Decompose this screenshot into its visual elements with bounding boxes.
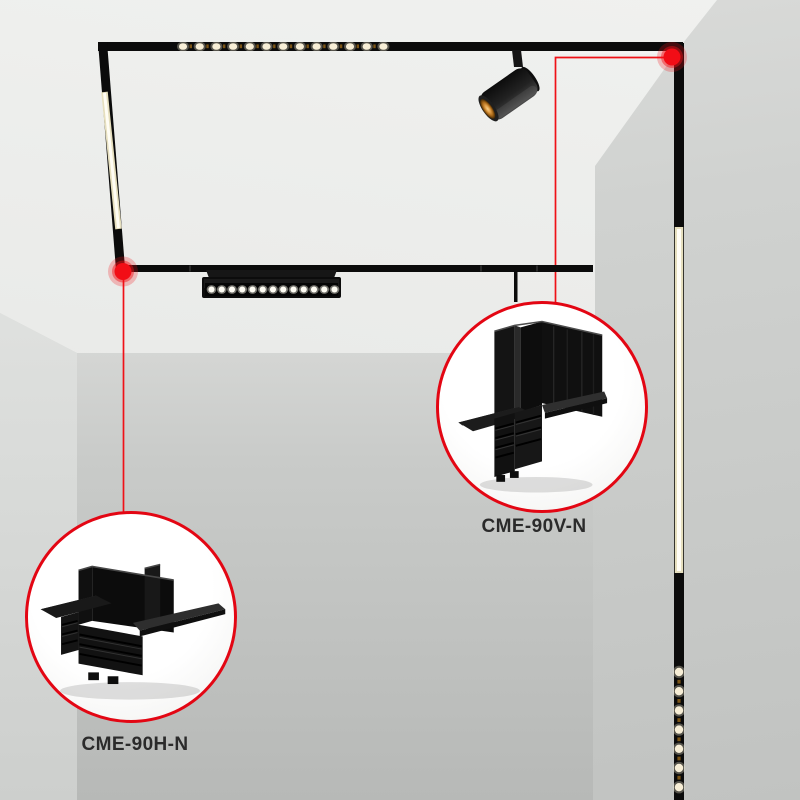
strip-light-wall-track bbox=[674, 227, 684, 573]
product-label-vertical-connector: CME-90V-N bbox=[481, 516, 587, 537]
dot-lights-wall-track bbox=[672, 665, 686, 794]
pendant-stem bbox=[514, 271, 518, 302]
callout-circle-vertical-connector bbox=[436, 301, 648, 513]
linear-grille-light bbox=[202, 270, 341, 298]
strip-light-left-track bbox=[101, 91, 122, 230]
ceiling-track-frame bbox=[98, 42, 683, 272]
vertical-connector-image bbox=[458, 320, 608, 493]
leader-line-vertical-connector bbox=[554, 56, 668, 304]
horizontal-connector-image bbox=[40, 563, 226, 700]
callout-circle-horizontal-connector bbox=[25, 511, 237, 723]
corner-marker-vertical bbox=[657, 42, 687, 72]
corner-marker-horizontal bbox=[108, 256, 138, 287]
dot-lights-top-track bbox=[177, 41, 390, 52]
track-spotlight bbox=[478, 50, 540, 122]
product-label-horizontal-connector: CME-90H-N bbox=[81, 734, 189, 755]
grille-dots bbox=[206, 285, 340, 294]
